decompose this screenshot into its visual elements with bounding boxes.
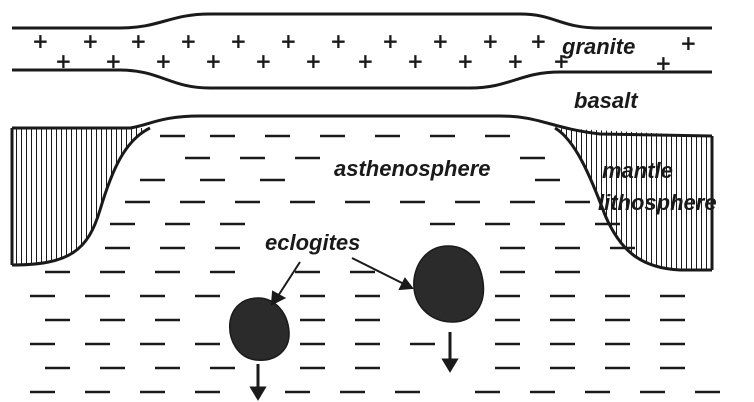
eclogite-blob-small (230, 298, 289, 360)
svg-text:+: + (305, 49, 322, 73)
eclogites-label: eclogites (265, 230, 360, 255)
lithosphere-label: lithosphere (598, 190, 717, 215)
svg-text:+: + (180, 29, 197, 53)
svg-text:+: + (382, 29, 399, 53)
svg-text:+: + (82, 29, 99, 53)
svg-text:+: + (457, 49, 474, 73)
eclogite-blob-large (414, 246, 484, 322)
granite-top-boundary (12, 14, 712, 28)
svg-text:+: + (255, 49, 272, 73)
svg-text:+: + (330, 29, 347, 53)
svg-text:+: + (155, 49, 172, 73)
svg-text:+: + (407, 49, 424, 73)
basalt-label: basalt (574, 88, 639, 113)
svg-text:+: + (680, 31, 697, 55)
svg-text:+: + (432, 29, 449, 53)
svg-text:+: + (55, 49, 72, 73)
svg-text:+: + (482, 29, 499, 53)
svg-text:+: + (205, 49, 222, 73)
svg-text:+: + (280, 29, 297, 53)
svg-text:+: + (530, 29, 547, 53)
mantle-label: mantle (602, 158, 673, 183)
svg-text:+: + (32, 29, 49, 53)
eclogite-pointer-arrows (272, 258, 412, 304)
svg-text:+: + (357, 49, 374, 73)
asthenosphere-label: asthenosphere (334, 156, 491, 181)
svg-text:+: + (655, 51, 672, 75)
svg-text:+: + (507, 49, 524, 73)
svg-text:+: + (105, 49, 122, 73)
svg-text:+: + (230, 29, 247, 53)
svg-text:+: + (130, 29, 147, 53)
granite-label: granite (561, 34, 635, 59)
